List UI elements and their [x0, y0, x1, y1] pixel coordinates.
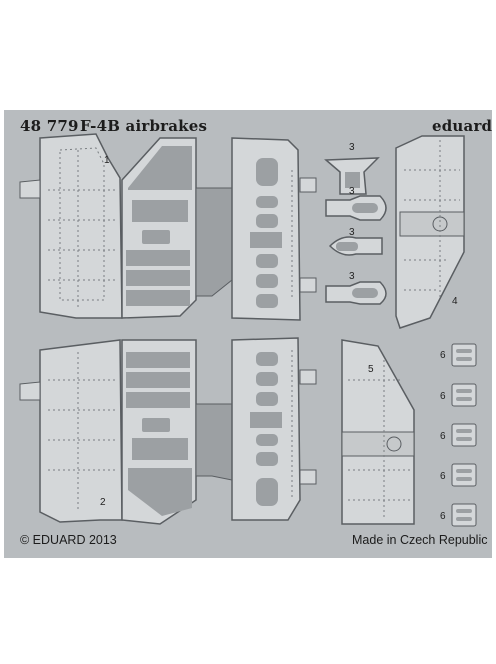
part-label-6d: 6	[440, 471, 446, 482]
part-label-5: 5	[368, 364, 374, 375]
part-4-panel	[395, 135, 465, 329]
part-label-1: 1	[104, 155, 110, 166]
part-label-3d: 3	[349, 271, 355, 282]
part-label-3c: 3	[349, 227, 355, 238]
part-label-3a: 3	[349, 142, 355, 153]
product-code: 48 779	[20, 117, 79, 135]
part-label-3b: 3	[349, 186, 355, 197]
part-6-clips	[451, 343, 477, 527]
copyright-text: © EDUARD 2013	[20, 533, 117, 547]
part-label-4: 4	[452, 296, 458, 307]
part-label-6b: 6	[440, 391, 446, 402]
part-2-airbrake	[19, 337, 317, 525]
part-3-brackets	[324, 157, 387, 305]
brand-logo: eduard	[432, 117, 493, 135]
part-5-panel	[341, 339, 415, 525]
product-title: F-4B airbrakes	[80, 117, 208, 135]
part-label-6e: 6	[440, 511, 446, 522]
part-label-2: 2	[100, 497, 106, 508]
part-label-6a: 6	[440, 350, 446, 361]
part-1-airbrake	[19, 133, 317, 321]
origin-text: Made in Czech Republic	[352, 533, 488, 547]
part-label-6c: 6	[440, 431, 446, 442]
